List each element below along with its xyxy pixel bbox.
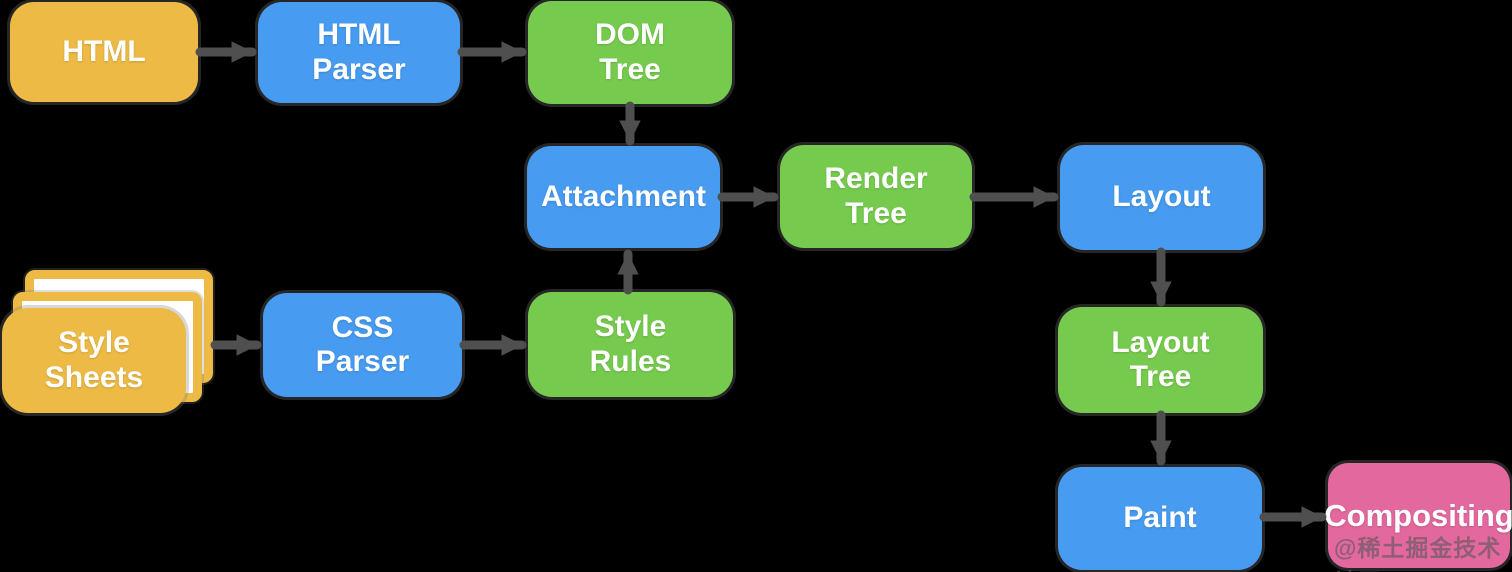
node-html: HTML bbox=[10, 2, 198, 102]
node-style-sheets: Style Sheets bbox=[2, 308, 186, 413]
node-html-parser: HTML Parser bbox=[258, 2, 460, 103]
node-style-rules: Style Rules bbox=[528, 292, 733, 397]
node-render-tree: Render Tree bbox=[780, 145, 972, 248]
watermark-text: @稀土掘金技术社区 bbox=[1334, 535, 1502, 572]
node-css-parser: CSS Parser bbox=[263, 293, 462, 397]
node-paint: Paint bbox=[1058, 467, 1262, 570]
node-attachment: Attachment bbox=[527, 146, 720, 248]
node-compositing: Compositing bbox=[1324, 463, 1512, 568]
node-layout-tree: Layout Tree bbox=[1058, 307, 1263, 413]
node-dom-tree: DOM Tree bbox=[528, 1, 732, 104]
node-layout: Layout bbox=[1060, 145, 1263, 250]
